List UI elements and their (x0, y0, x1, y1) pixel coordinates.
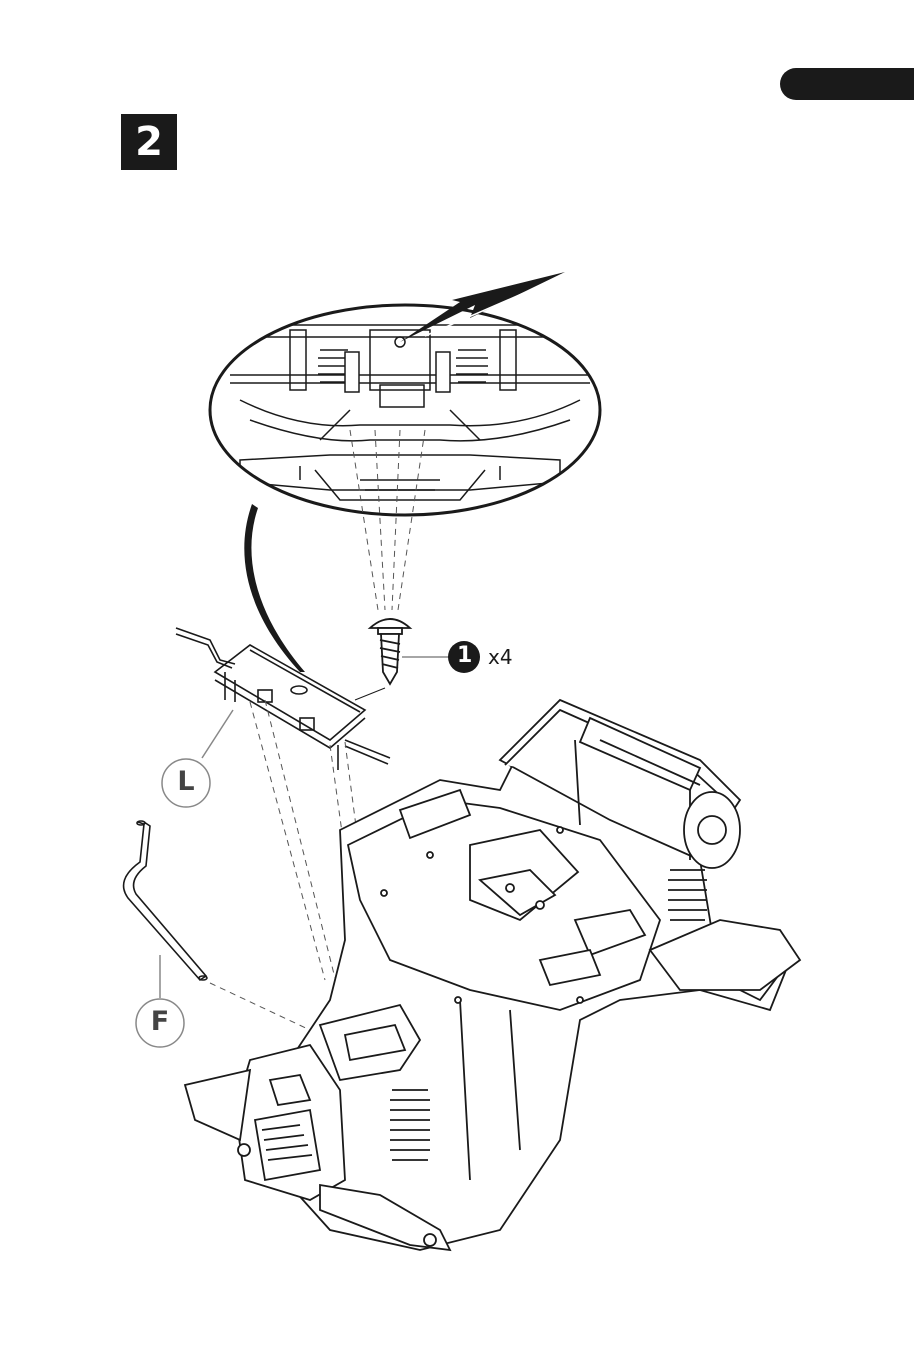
vehicle-body (185, 700, 800, 1250)
detail-callout (210, 272, 600, 672)
part-label-f: F (146, 1006, 174, 1037)
screw-quantity: x4 (488, 645, 513, 669)
screw-icon (370, 619, 410, 684)
part-label-l: L (172, 766, 200, 797)
rod-icon (124, 821, 207, 980)
screw-part-number: 1 (457, 643, 471, 668)
